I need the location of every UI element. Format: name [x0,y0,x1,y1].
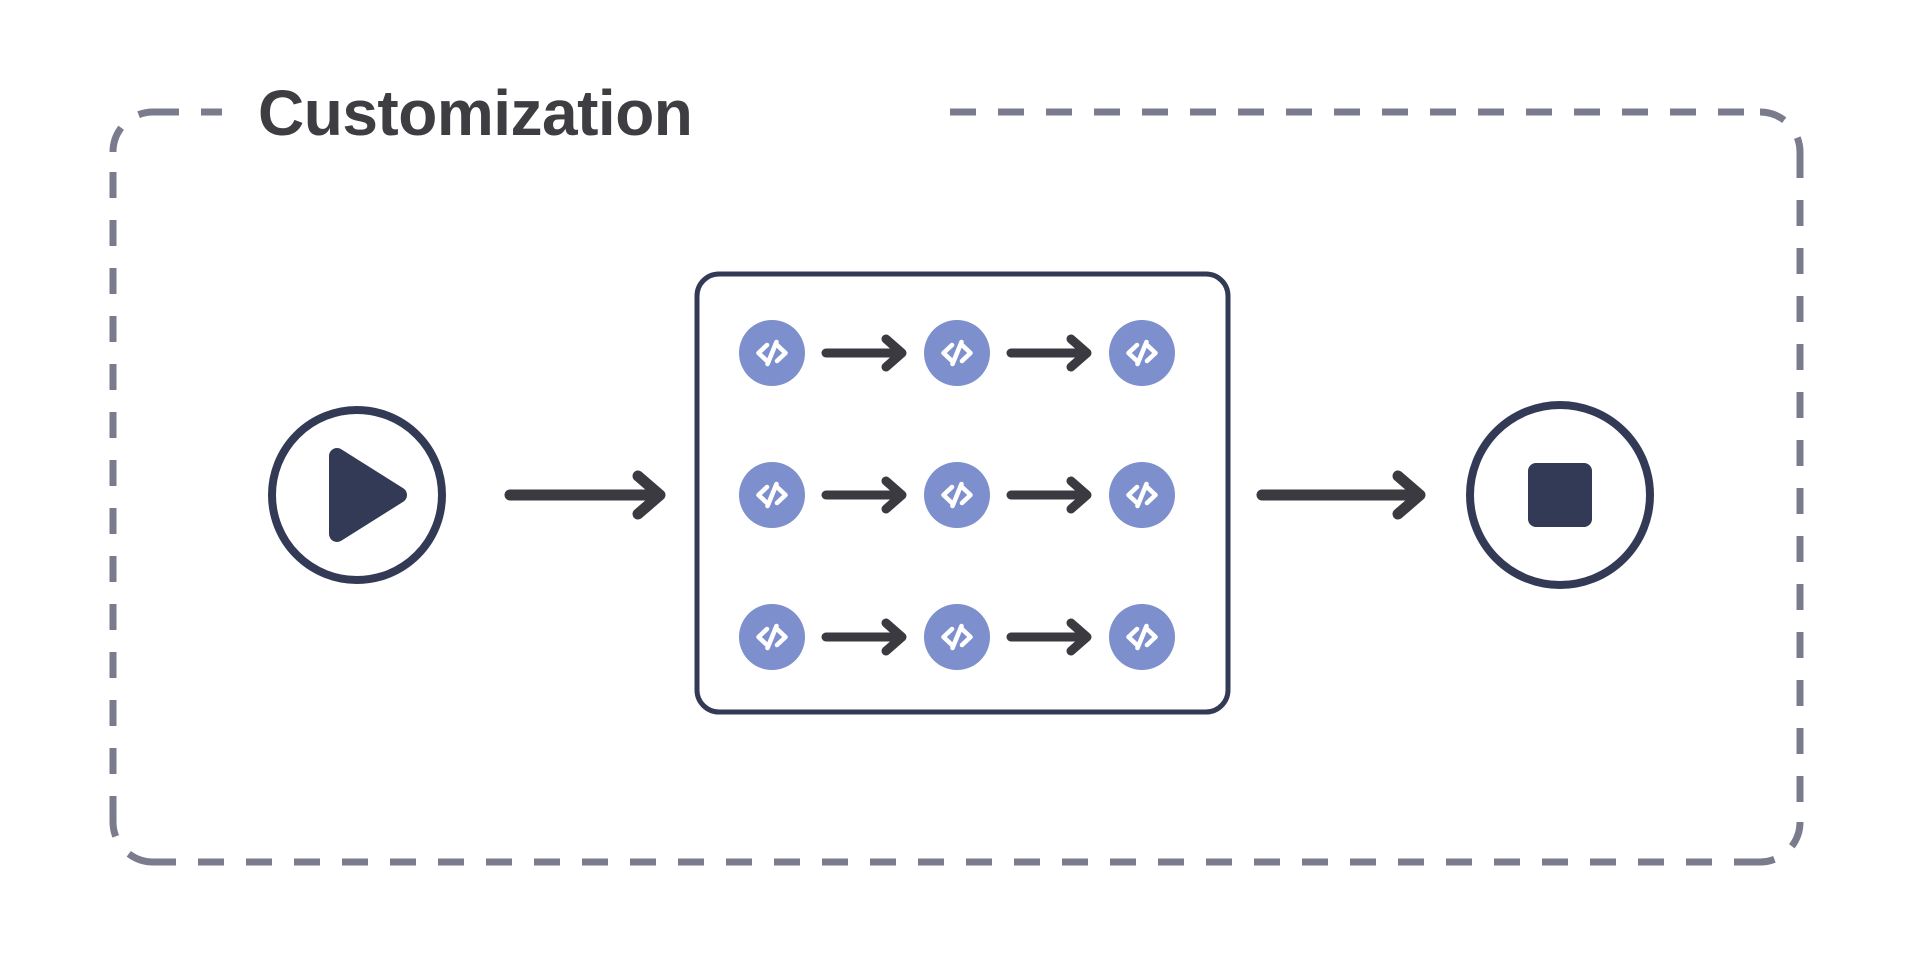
code-node-r2c3[interactable] [1109,462,1175,528]
code-node-r2c1[interactable] [739,462,805,528]
code-node-r3c1[interactable] [739,604,805,670]
end-stop-node[interactable] [1466,401,1654,589]
code-icon [1126,339,1158,367]
play-ring [268,406,446,584]
code-icon [756,481,788,509]
code-icon [941,481,973,509]
code-node-r1c2[interactable] [924,320,990,386]
grid-arrow [821,618,907,656]
grid-arrow [1006,618,1092,656]
code-node-r2c2[interactable] [924,462,990,528]
stop-icon [1528,463,1592,527]
grid-arrow [821,476,907,514]
code-node-r1c3[interactable] [1109,320,1175,386]
code-icon [1126,481,1158,509]
play-icon [329,448,407,542]
code-icon [941,623,973,651]
code-icon [1126,623,1158,651]
start-play-node[interactable] [268,406,446,584]
code-node-r1c1[interactable] [739,320,805,386]
code-icon [941,339,973,367]
code-node-r3c3[interactable] [1109,604,1175,670]
stop-ring [1466,401,1654,589]
connector-start-to-box [504,476,660,514]
code-node-grid [739,320,1175,670]
page-title: Customization [258,77,692,149]
group-dashed-border [109,108,1804,866]
grid-arrow [1006,334,1092,372]
code-icon [756,623,788,651]
code-icon [756,339,788,367]
code-node-r3c2[interactable] [924,604,990,670]
connector-box-to-end [1256,476,1420,514]
process-box [694,271,1231,715]
grid-arrow [821,334,907,372]
grid-arrow [1006,476,1092,514]
